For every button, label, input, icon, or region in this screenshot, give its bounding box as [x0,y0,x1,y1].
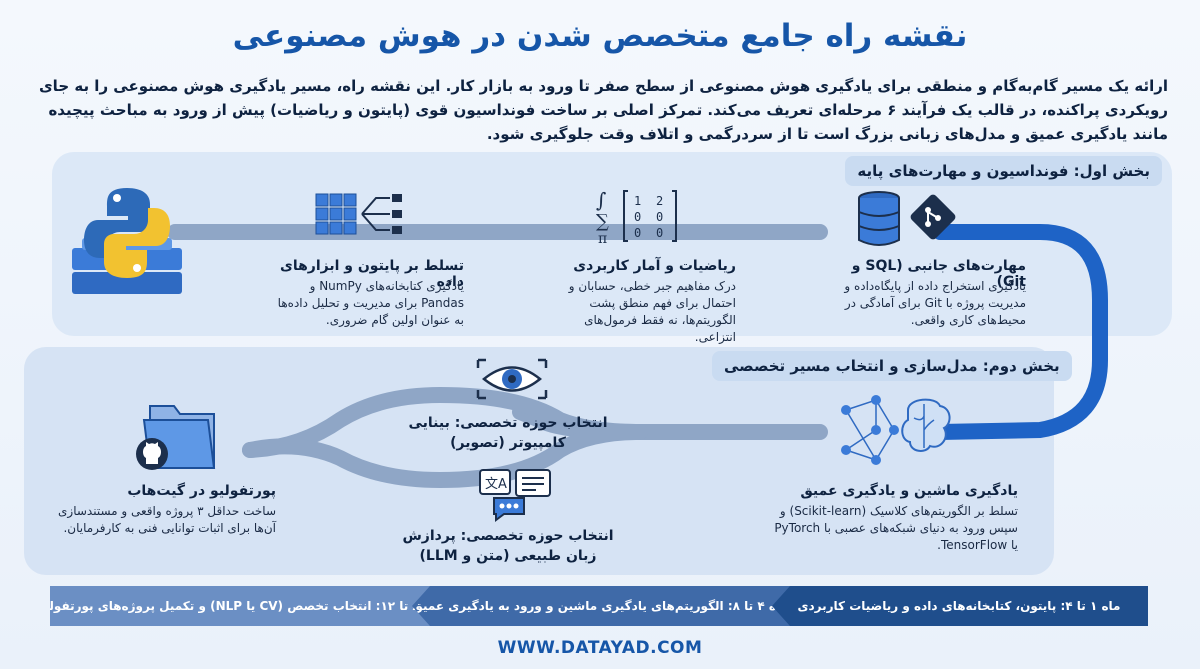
brain-network-icon [841,395,951,465]
svg-text:2: 2 [656,194,663,208]
node-ml-title: یادگیری ماشین و یادگیری عمیق [800,483,1018,499]
timeline-label-3: ماه ۸ تا ۱۲: انتخاب تخصص (CV یا NLP) و ت… [37,599,409,613]
folder-github-icon [136,405,216,470]
svg-text:0: 0 [634,210,641,224]
node-math-desc: درک مفاهیم جبر خطی، حسابان و احتمال برای… [568,279,736,344]
svg-text:0: 0 [656,226,663,240]
flow-line-branch-nlp [242,424,648,489]
section2-label: بخش دوم: مدل‌سازی و انتخاب مسیر تخصصی [712,351,1072,381]
svg-text:π: π [598,231,607,247]
svg-text:1: 1 [634,194,641,208]
timeline-segment-2: ماه ۴ تا ۸: الگوریتم‌های یادگیری ماشین و… [410,586,790,626]
eye-icon [476,358,548,400]
timeline-segment-3: ماه ۸ تا ۱۲: انتخاب تخصص (CV یا NLP) و ت… [50,586,430,626]
timeline-segment-1: ماه ۱ تا ۴: پایتون، کتابخانه‌های داده و … [770,586,1148,626]
timeline: ماه ۱ تا ۴: پایتون، کتابخانه‌های داده و … [50,586,1148,626]
node-nlp-title: انتخاب حوزه تخصصی: پردازش زبان طبیعی (مت… [402,528,614,564]
node-cv-title: انتخاب حوزه تخصصی: بینایی کامپیوتر (تصوی… [408,415,608,451]
node-math-title: ریاضیات و آمار کاربردی [573,258,736,274]
section1-label: بخش اول: فونداسیون و مهارت‌های پایه [845,156,1162,186]
node-python-desc: یادگیری کتابخانه‌های NumPy و Pandas برای… [277,279,464,327]
node-portfolio-title: پورتفولیو در گیت‌هاب [127,483,276,499]
svg-text:0: 0 [634,226,641,240]
svg-text:0: 0 [656,210,663,224]
svg-text:文A: 文A [485,477,507,492]
node-sql-git-desc: یادگیری استخراج داده از پایگاه‌داده و مد… [844,279,1026,327]
page-title: نقشه راه جامع متخصص شدن در هوش مصنوعی [232,18,968,54]
node-portfolio-desc: ساخت حداقل ۳ پروژه واقعی و مستندسازی آن‌… [58,504,276,535]
translate-chat-icon: 文A [479,469,551,522]
intro-paragraph: ارائه یک مسیر گام‌به‌گام و منطقی برای یا… [38,77,1168,143]
timeline-label-1: ماه ۱ تا ۴: پایتون، کتابخانه‌های داده و … [797,599,1121,613]
flow-line-curve [932,224,1108,440]
data-cube-icon [315,193,402,235]
python-icon [72,188,182,294]
node-sql-git-title: مهارت‌های جانبی (SQL و Git) [851,258,1026,290]
footer-url: WWW.DATAYAD.COM [497,638,703,658]
node-python-title: تسلط بر پایتون و ابزارهای داده [279,258,464,290]
svg-text:∑: ∑ [596,211,609,232]
timeline-label-2: ماه ۴ تا ۸: الگوریتم‌های یادگیری ماشین و… [412,599,765,613]
svg-text:∫: ∫ [596,188,606,212]
flow-line-branch-cv [242,386,648,458]
git-icon [910,194,956,240]
node-ml-desc: تسلط بر الگوریتم‌های کلاسیک (Scikit-lear… [774,504,1018,552]
database-icon [858,191,900,246]
math-formula-icon: ∫ ∑ π 1 2 0 0 0 0 [596,188,677,247]
